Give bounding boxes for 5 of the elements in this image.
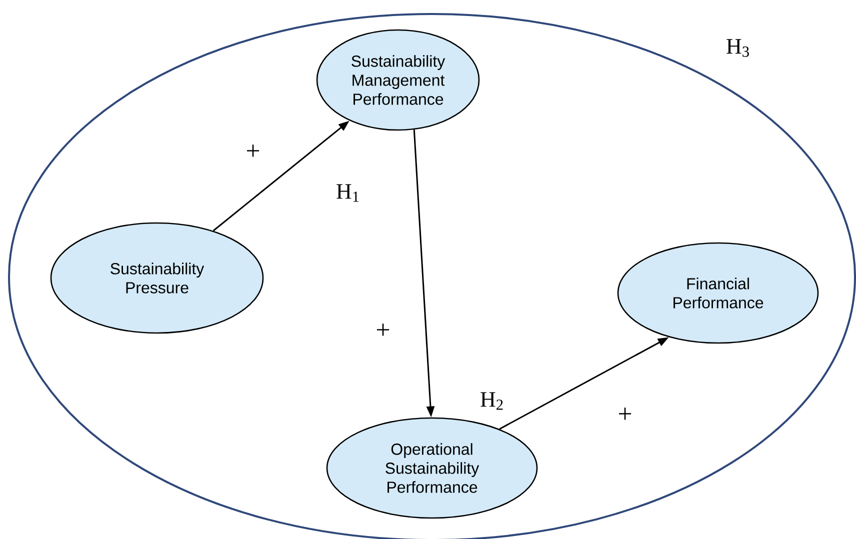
edge-label: + [618,408,632,420]
edge-label: + [246,144,260,157]
hypothesis-label: H$_{2}$ [480,392,503,410]
hypothesis-label: H$_{1}$ [336,184,359,202]
edge-label: + [376,324,390,336]
